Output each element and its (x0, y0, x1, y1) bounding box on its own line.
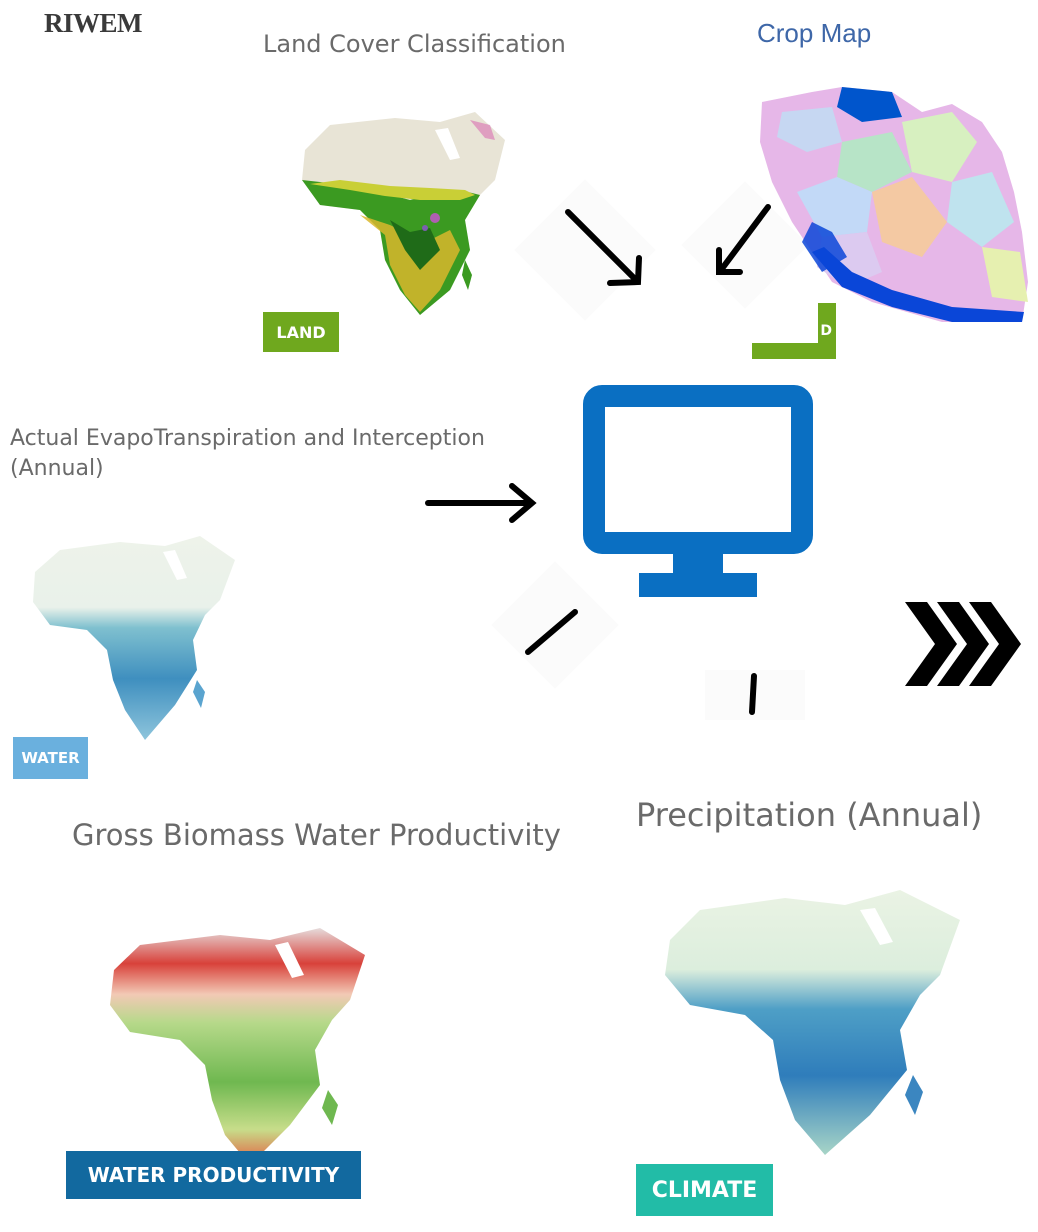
land-badge: LAND (263, 312, 339, 352)
arrow-gbwp-to-center (525, 609, 578, 655)
arrow-land-to-center (565, 209, 639, 283)
precipitation-title: Precipitation (Annual) (636, 796, 983, 834)
land-cover-title: Land Cover Classification (263, 30, 566, 58)
arrowhead (509, 483, 537, 523)
crop-map-image (760, 87, 1028, 322)
arrowhead (716, 247, 743, 275)
triple-chevron-right-icon (905, 602, 1021, 686)
water-productivity-map-image (110, 928, 365, 1165)
crop-badge-mask (752, 303, 818, 343)
arrow-precip-to-center (749, 673, 757, 715)
water-productivity-title: Gross Biomass Water Productivity (72, 818, 561, 852)
land-cover-map-image (302, 112, 505, 315)
climate-badge: CLIMATE (636, 1164, 773, 1216)
evapotranspiration-title: Actual EvapoTranspiration and Intercepti… (10, 424, 485, 484)
computer-monitor-icon (583, 385, 813, 597)
arrowhead (607, 255, 642, 286)
water-productivity-badge: WATER PRODUCTIVITY (66, 1151, 361, 1199)
crop-map-title: Crop Map (757, 18, 872, 48)
evapotranspiration-title-line2: (Annual) (10, 456, 104, 481)
evapotranspiration-title-line1: Actual EvapoTranspiration and Intercepti… (10, 426, 485, 451)
brand-logo: RIWEM (44, 8, 143, 38)
evapotranspiration-map-image (33, 536, 235, 740)
water-badge: WATER (13, 737, 88, 779)
precipitation-map-image (665, 890, 960, 1155)
arrow-crop-to-center (718, 204, 771, 273)
